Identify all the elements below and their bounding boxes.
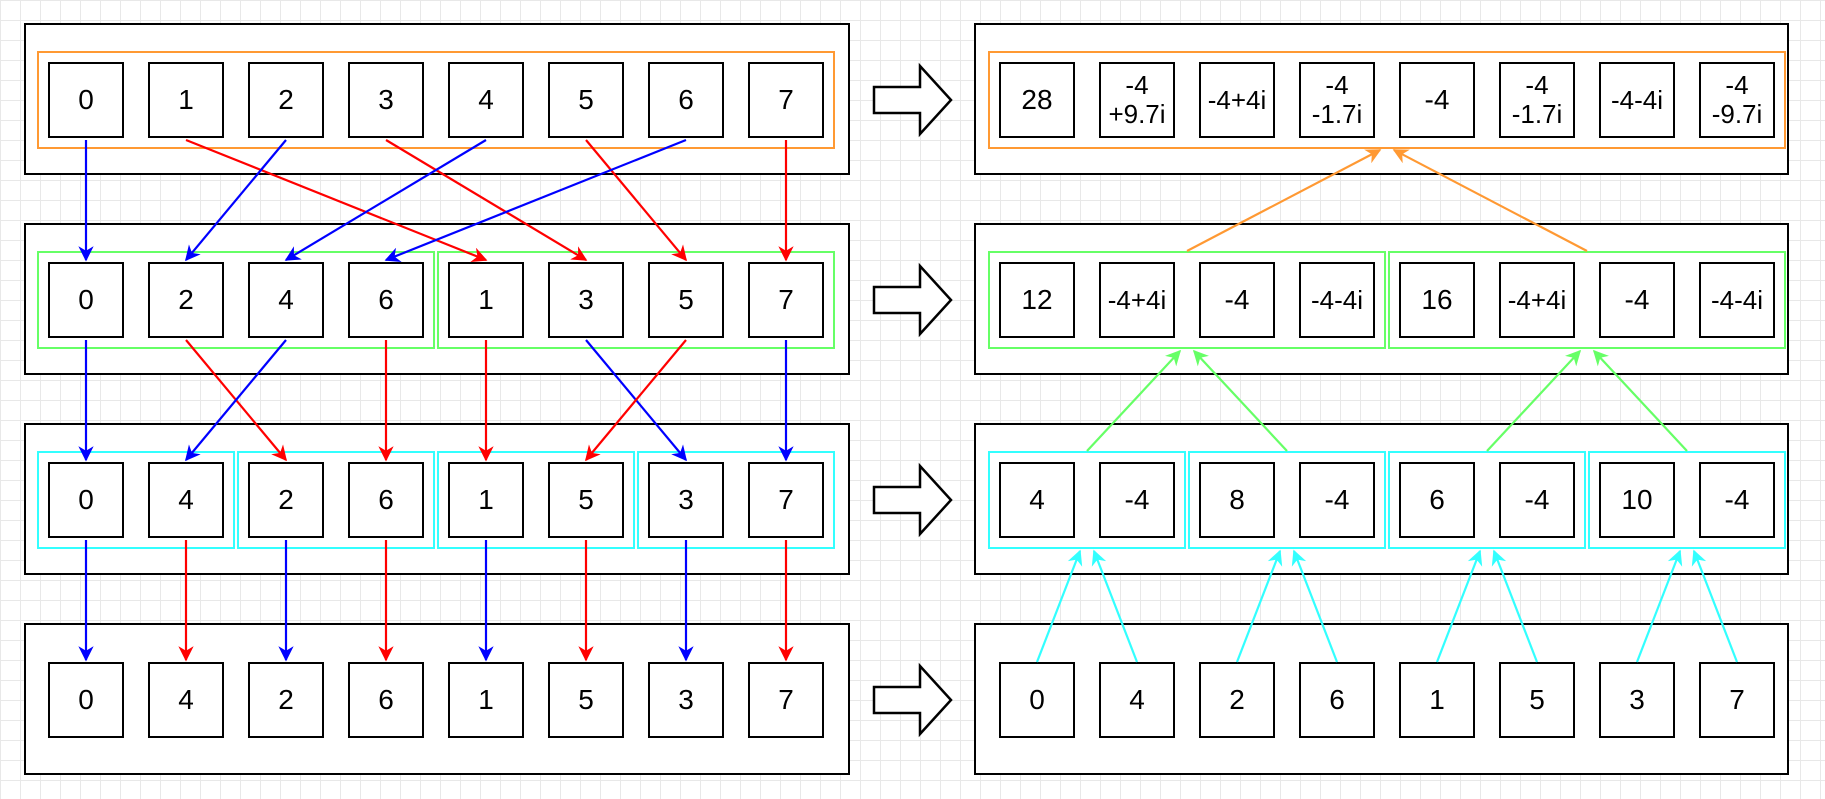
left-cell: 4 — [148, 662, 224, 738]
right-cell: 8 — [1199, 462, 1275, 538]
right-cell: 7 — [1699, 662, 1775, 738]
stage-arrow-icon — [872, 262, 953, 338]
stage-arrow-icon — [872, 62, 953, 138]
right-cell: 0 — [999, 662, 1075, 738]
left-cell: 6 — [648, 62, 724, 138]
right-cell: 4 — [999, 462, 1075, 538]
right-cell: -4 — [1699, 462, 1775, 538]
stage-arrows — [872, 62, 953, 738]
left-cell: 6 — [348, 462, 424, 538]
left-cell: 5 — [548, 62, 624, 138]
stage-arrow-icon — [872, 462, 953, 538]
left-cell: 1 — [448, 262, 524, 338]
right-cell: 2 — [1199, 662, 1275, 738]
left-permutation-edges — [78, 138, 794, 662]
right-cell: -4+4i — [1199, 62, 1275, 138]
left-group-box — [437, 451, 635, 549]
right-cell: 1 — [1399, 662, 1475, 738]
right-cell: 12 — [999, 262, 1075, 338]
left-cell: 4 — [248, 262, 324, 338]
left-cell: 0 — [48, 662, 124, 738]
left-cell: 4 — [448, 62, 524, 138]
right-group-box — [1388, 251, 1786, 349]
right-cell: -4-4i — [1299, 262, 1375, 338]
right-cell: -4+4i — [1099, 262, 1175, 338]
left-cell: 3 — [648, 462, 724, 538]
left-cell: 3 — [348, 62, 424, 138]
right-cell: 10 — [1599, 462, 1675, 538]
right-cell: -4 -9.7i — [1699, 62, 1775, 138]
left-cell: 1 — [448, 662, 524, 738]
left-cell: 5 — [548, 462, 624, 538]
right-cell: 3 — [1599, 662, 1675, 738]
right-cell: 6 — [1299, 662, 1375, 738]
left-cell: 3 — [648, 662, 724, 738]
left-cell: 7 — [748, 62, 824, 138]
left-group-box — [637, 451, 835, 549]
right-cell: -4 — [1499, 462, 1575, 538]
right-group-box — [1188, 451, 1386, 549]
left-cell: 7 — [748, 462, 824, 538]
left-cell: 0 — [48, 262, 124, 338]
left-cell: 2 — [248, 62, 324, 138]
left-cell: 0 — [48, 62, 124, 138]
left-cell: 4 — [148, 462, 224, 538]
right-cell: -4 -1.7i — [1499, 62, 1575, 138]
right-group-box — [988, 451, 1186, 549]
left-cell: 5 — [548, 662, 624, 738]
left-cell: 5 — [648, 262, 724, 338]
right-group-box — [988, 51, 1786, 149]
right-cell: -4 — [1399, 62, 1475, 138]
right-cell: -4 — [1199, 262, 1275, 338]
left-cell: 7 — [748, 662, 824, 738]
right-cell: 6 — [1399, 462, 1475, 538]
left-group-box — [37, 451, 235, 549]
right-group-box — [1588, 451, 1786, 549]
right-cell: 28 — [999, 62, 1075, 138]
right-cell: -4+4i — [1499, 262, 1575, 338]
right-cell: -4 — [1599, 262, 1675, 338]
right-cell: 5 — [1499, 662, 1575, 738]
left-cell: 2 — [148, 262, 224, 338]
right-cell: -4-4i — [1599, 62, 1675, 138]
right-cell: -4 +9.7i — [1099, 62, 1175, 138]
right-cell: 4 — [1099, 662, 1175, 738]
right-cell: -4 -1.7i — [1299, 62, 1375, 138]
stage-arrow-icon — [872, 662, 953, 738]
left-cell: 6 — [348, 262, 424, 338]
left-cell: 2 — [248, 462, 324, 538]
right-group-box — [988, 251, 1386, 349]
right-group-box — [1388, 451, 1586, 549]
right-cell: -4 — [1099, 462, 1175, 538]
left-cell: 2 — [248, 662, 324, 738]
left-cell: 7 — [748, 262, 824, 338]
left-cell: 1 — [148, 62, 224, 138]
right-cell: -4-4i — [1699, 262, 1775, 338]
right-cell: -4 — [1299, 462, 1375, 538]
left-cell: 3 — [548, 262, 624, 338]
left-cell: 1 — [448, 462, 524, 538]
right-cell: 16 — [1399, 262, 1475, 338]
left-cell: 0 — [48, 462, 124, 538]
left-cell: 6 — [348, 662, 424, 738]
left-group-box — [237, 451, 435, 549]
